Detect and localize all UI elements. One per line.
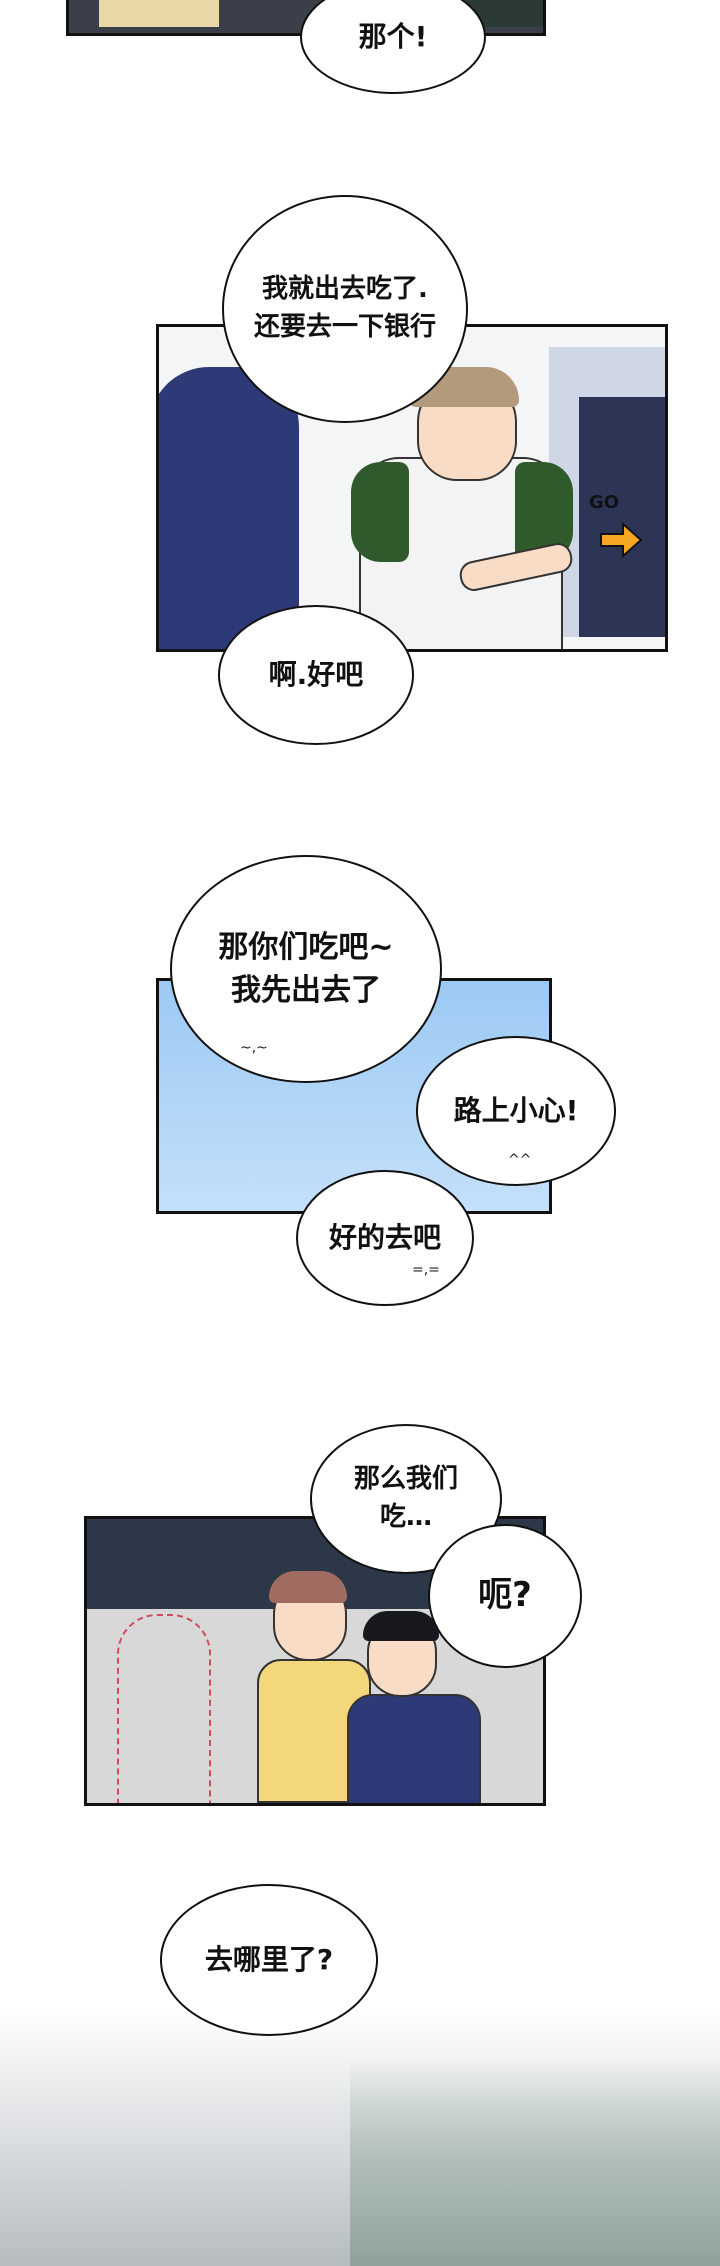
- navy-shirt-body: [347, 1694, 481, 1803]
- office-door: [579, 397, 665, 637]
- speech-bubble-9: 去哪里了?: [160, 1884, 378, 2036]
- ghost-outline: [117, 1614, 211, 1803]
- sweat-face-icon-2: ^^: [508, 1152, 532, 1168]
- speech-bubble-1: 那个!: [300, 0, 486, 94]
- navy-shirt-person: [159, 367, 299, 649]
- navy-shirt-hair: [363, 1611, 439, 1641]
- sweat-face-icon-1: ~,~: [240, 1040, 268, 1056]
- speech-bubble-3: 啊.好吧: [218, 605, 414, 745]
- bottom-right-green-wall: [350, 2060, 720, 2266]
- green-sleeve-left: [351, 462, 409, 562]
- speech-bubble-8: 呃?: [428, 1524, 582, 1668]
- speech-bubble-6: 好的去吧: [296, 1170, 474, 1306]
- go-sfx-text: GO: [589, 492, 620, 513]
- sweat-face-icon-3: =,=: [412, 1262, 440, 1278]
- orange-arrow-icon: [599, 521, 643, 562]
- speech-bubble-5: 路上小心!: [416, 1036, 616, 1186]
- speech-bubble-2: 我就出去吃了. 还要去一下银行: [222, 195, 468, 423]
- speech-bubble-4: 那你们吃吧~ 我先出去了: [170, 855, 442, 1083]
- top-panel-figure-left: [99, 0, 219, 27]
- yellow-shirt-hair: [269, 1571, 347, 1603]
